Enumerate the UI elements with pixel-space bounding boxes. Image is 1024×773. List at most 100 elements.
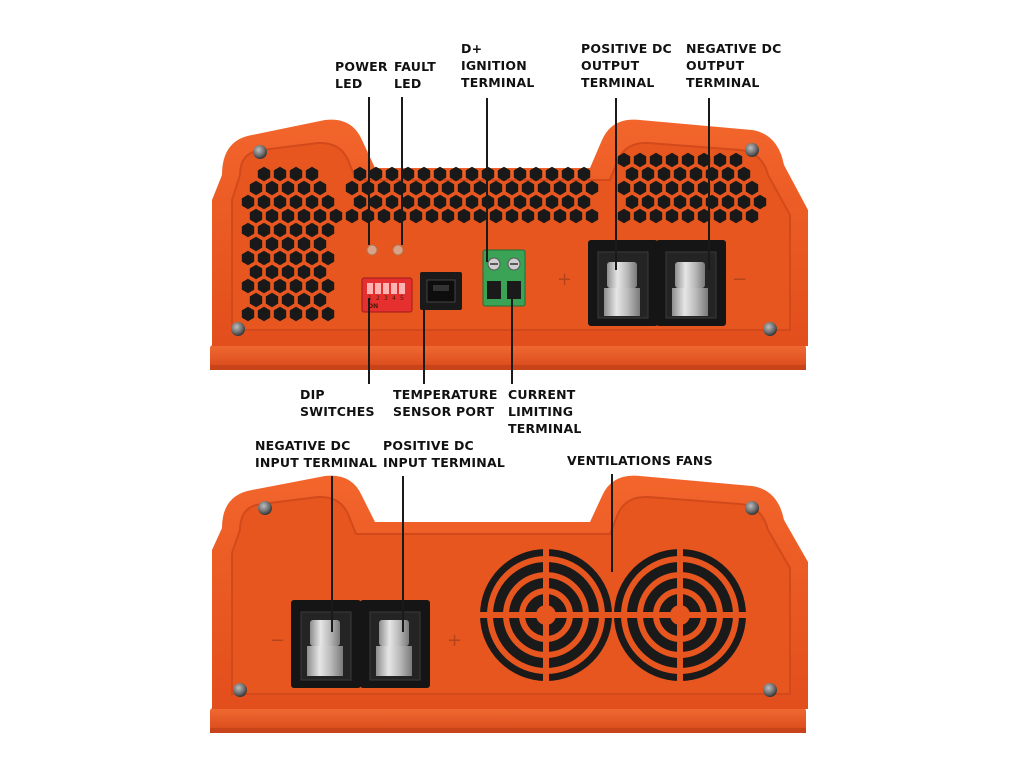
vent-hole [697, 152, 711, 168]
vent-hole [489, 208, 503, 224]
vent-hole [713, 208, 727, 224]
vent-hole [249, 180, 263, 196]
positive-dc-output-terminal [588, 240, 658, 326]
vent-hole [721, 194, 735, 210]
vent-hole [665, 152, 679, 168]
vent-hole [529, 194, 543, 210]
vent-hole [681, 208, 695, 224]
vent-hole [241, 194, 255, 210]
vent-hole [585, 180, 599, 196]
bottom-screw-tr [745, 501, 759, 515]
negative-dc-input-terminal [291, 600, 361, 688]
vent-hole [289, 222, 303, 238]
vent-hole [625, 166, 639, 182]
vent-hole [321, 250, 335, 266]
vent-hole [465, 194, 479, 210]
vent-hole [321, 222, 335, 238]
vent-hole [305, 306, 319, 322]
vent-hole [377, 180, 391, 196]
vent-hole [633, 180, 647, 196]
label-d-plus-ignition-terminal: D+ IGNITION TERMINAL [461, 41, 535, 90]
vent-hole [289, 278, 303, 294]
vent-hole [633, 152, 647, 168]
bottom-plus-sign: + [447, 630, 462, 651]
vent-hole [313, 264, 327, 280]
vent-hole [433, 166, 447, 182]
vent-hole [353, 194, 367, 210]
vent-hole [577, 194, 591, 210]
vent-hole [297, 236, 311, 252]
vent-hole [313, 180, 327, 196]
top-minus-sign: − [732, 269, 747, 290]
vent-hole [745, 208, 759, 224]
bottom-screw-bl [233, 683, 247, 697]
vent-hole [257, 222, 271, 238]
vent-hole [697, 208, 711, 224]
vent-hole [265, 236, 279, 252]
label-negative-dc-input-terminal: NEGATIVE DC INPUT TERMINAL [255, 438, 377, 470]
vent-hole [401, 166, 415, 182]
vent-hole [321, 278, 335, 294]
vent-hole [561, 166, 575, 182]
vent-hole [417, 194, 431, 210]
vent-hole [553, 208, 567, 224]
vent-hole [257, 278, 271, 294]
vent-hole [273, 250, 287, 266]
top-screw-tl [253, 145, 267, 159]
vent-hole [385, 166, 399, 182]
vent-hole [457, 180, 471, 196]
vent-hole [497, 194, 511, 210]
vent-hole [545, 194, 559, 210]
vent-hole [649, 152, 663, 168]
vent-hole [625, 194, 639, 210]
vent-hole [241, 278, 255, 294]
bottom-screw-br [763, 683, 777, 697]
vent-hole [665, 208, 679, 224]
temperature-sensor-port [420, 272, 462, 310]
vent-hole [681, 180, 695, 196]
vent-hole [273, 166, 287, 182]
vent-hole [369, 166, 383, 182]
vent-hole [409, 180, 423, 196]
ventilation-fan-right [614, 549, 746, 681]
vent-hole [617, 208, 631, 224]
vent-hole [257, 166, 271, 182]
vent-hole [273, 278, 287, 294]
vent-hole [513, 166, 527, 182]
bottom-base-plate [210, 708, 806, 732]
vent-hole [633, 208, 647, 224]
vent-hole [689, 194, 703, 210]
vent-hole [617, 180, 631, 196]
vent-hole [281, 264, 295, 280]
vent-hole [289, 306, 303, 322]
power-led-light [366, 244, 378, 256]
label-power-led: POWER LED [335, 59, 388, 91]
vent-hole [529, 166, 543, 182]
label-current-limiting-terminal: CURRENT LIMITING TERMINAL [508, 387, 582, 436]
vent-hole [729, 152, 743, 168]
vent-hole [713, 180, 727, 196]
dip-number: 5 [400, 295, 404, 302]
vent-hole [393, 208, 407, 224]
vent-hole [313, 236, 327, 252]
vent-hole [369, 194, 383, 210]
vent-hole [489, 180, 503, 196]
vent-hole [457, 208, 471, 224]
bottom-charger-unit: − + [210, 475, 808, 733]
vent-hole [553, 180, 567, 196]
vent-hole [737, 166, 751, 182]
vent-hole [505, 180, 519, 196]
vent-hole [281, 180, 295, 196]
vent-hole [433, 194, 447, 210]
vent-hole [521, 208, 535, 224]
vent-hole [265, 292, 279, 308]
label-negative-dc-output-terminal: NEGATIVE DC OUTPUT TERMINAL [686, 41, 782, 90]
vent-hole [689, 166, 703, 182]
vent-hole [745, 180, 759, 196]
vent-hole [401, 194, 415, 210]
bottom-minus-sign: − [270, 630, 285, 651]
vent-hole [305, 166, 319, 182]
vent-hole [297, 180, 311, 196]
vent-hole [697, 180, 711, 196]
